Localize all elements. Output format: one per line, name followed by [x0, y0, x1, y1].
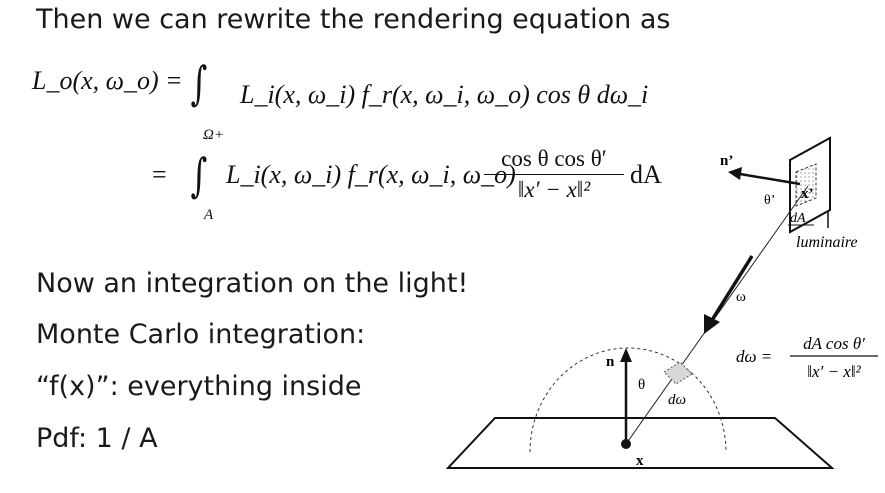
label-omega: ω [736, 289, 746, 305]
equation-body-1: L_i(x, ω_i) f_r(x, ω_i, ω_o) cos θ dω_i [240, 80, 648, 110]
point-x [621, 439, 631, 449]
integral-sign-1: ∫ [190, 56, 208, 110]
label-da: dA [790, 211, 806, 226]
bullet-pdf: Pdf: 1 / A [36, 423, 158, 454]
normal-n-prime-shaft [739, 172, 801, 186]
bullet-fx: “f(x)”: everything inside [36, 371, 362, 402]
normal-n-prime-head [728, 167, 742, 180]
equation-domain-1: Ω+ [203, 116, 224, 146]
domega-patch [663, 361, 693, 385]
omega-arrow-shaft [710, 255, 754, 321]
fraction-denominator: ‖x′ − x‖² [517, 177, 591, 202]
differential-da: dA [630, 160, 662, 189]
ground-plane [445, 417, 835, 469]
integration-domain-omega: Ω+ [203, 127, 224, 143]
slide-heading: Then we can rewrite the rendering equati… [36, 4, 671, 35]
integration-domain-a: A [204, 207, 214, 223]
label-n: n [606, 354, 615, 370]
equation-line-1: L_o(x, ω_o) = [32, 66, 183, 96]
omega-arrow-head [704, 314, 720, 334]
equals-sign: = [152, 160, 167, 189]
fraction-numerator: cos θ cos θ′ [501, 146, 607, 171]
equation-integral-2: ∫ [187, 148, 211, 202]
equation-line-2-eq: = [152, 160, 167, 190]
formula-lhs: dω = [736, 347, 772, 366]
formula-denominator: ‖x′ − x‖² [807, 362, 861, 381]
equation-line1-body: L_i(x, ω_i) f_r(x, ω_i, ω_o) cos θ dω_i [240, 80, 649, 109]
bullet-monte-carlo: Monte Carlo integration: [36, 319, 366, 350]
equation-lhs: L_o(x, ω_o) = [32, 66, 183, 95]
label-luminaire: luminaire [796, 234, 858, 251]
bullet-light-integration: Now an integration on the light! [36, 268, 469, 299]
label-theta: θ [638, 377, 645, 393]
normal-n-head [620, 348, 632, 362]
integral-sign-2: ∫ [190, 148, 208, 202]
equation-fraction: cos θ cos θ′ ‖x′ − x‖² [484, 146, 624, 203]
equation-domain-2: A [204, 196, 213, 226]
label-theta-prime: θ’ [764, 193, 775, 208]
label-x: x [636, 453, 644, 469]
equation-body-2: L_i(x, ω_i) f_r(x, ω_i, ω_o) [226, 160, 516, 190]
formula-numerator: dA cos θ′ [803, 334, 865, 353]
label-x-prime: x’ [801, 186, 814, 202]
equation-integral-1: ∫ [187, 56, 211, 110]
hemisphere-arc [529, 347, 727, 453]
equation-line2-body: L_i(x, ω_i) f_r(x, ω_i, ω_o) [226, 160, 516, 189]
fraction-bar [484, 174, 624, 175]
equation-tail: dA [630, 160, 662, 190]
label-n-prime: n’ [720, 153, 733, 169]
label-domega: dω [668, 392, 686, 408]
